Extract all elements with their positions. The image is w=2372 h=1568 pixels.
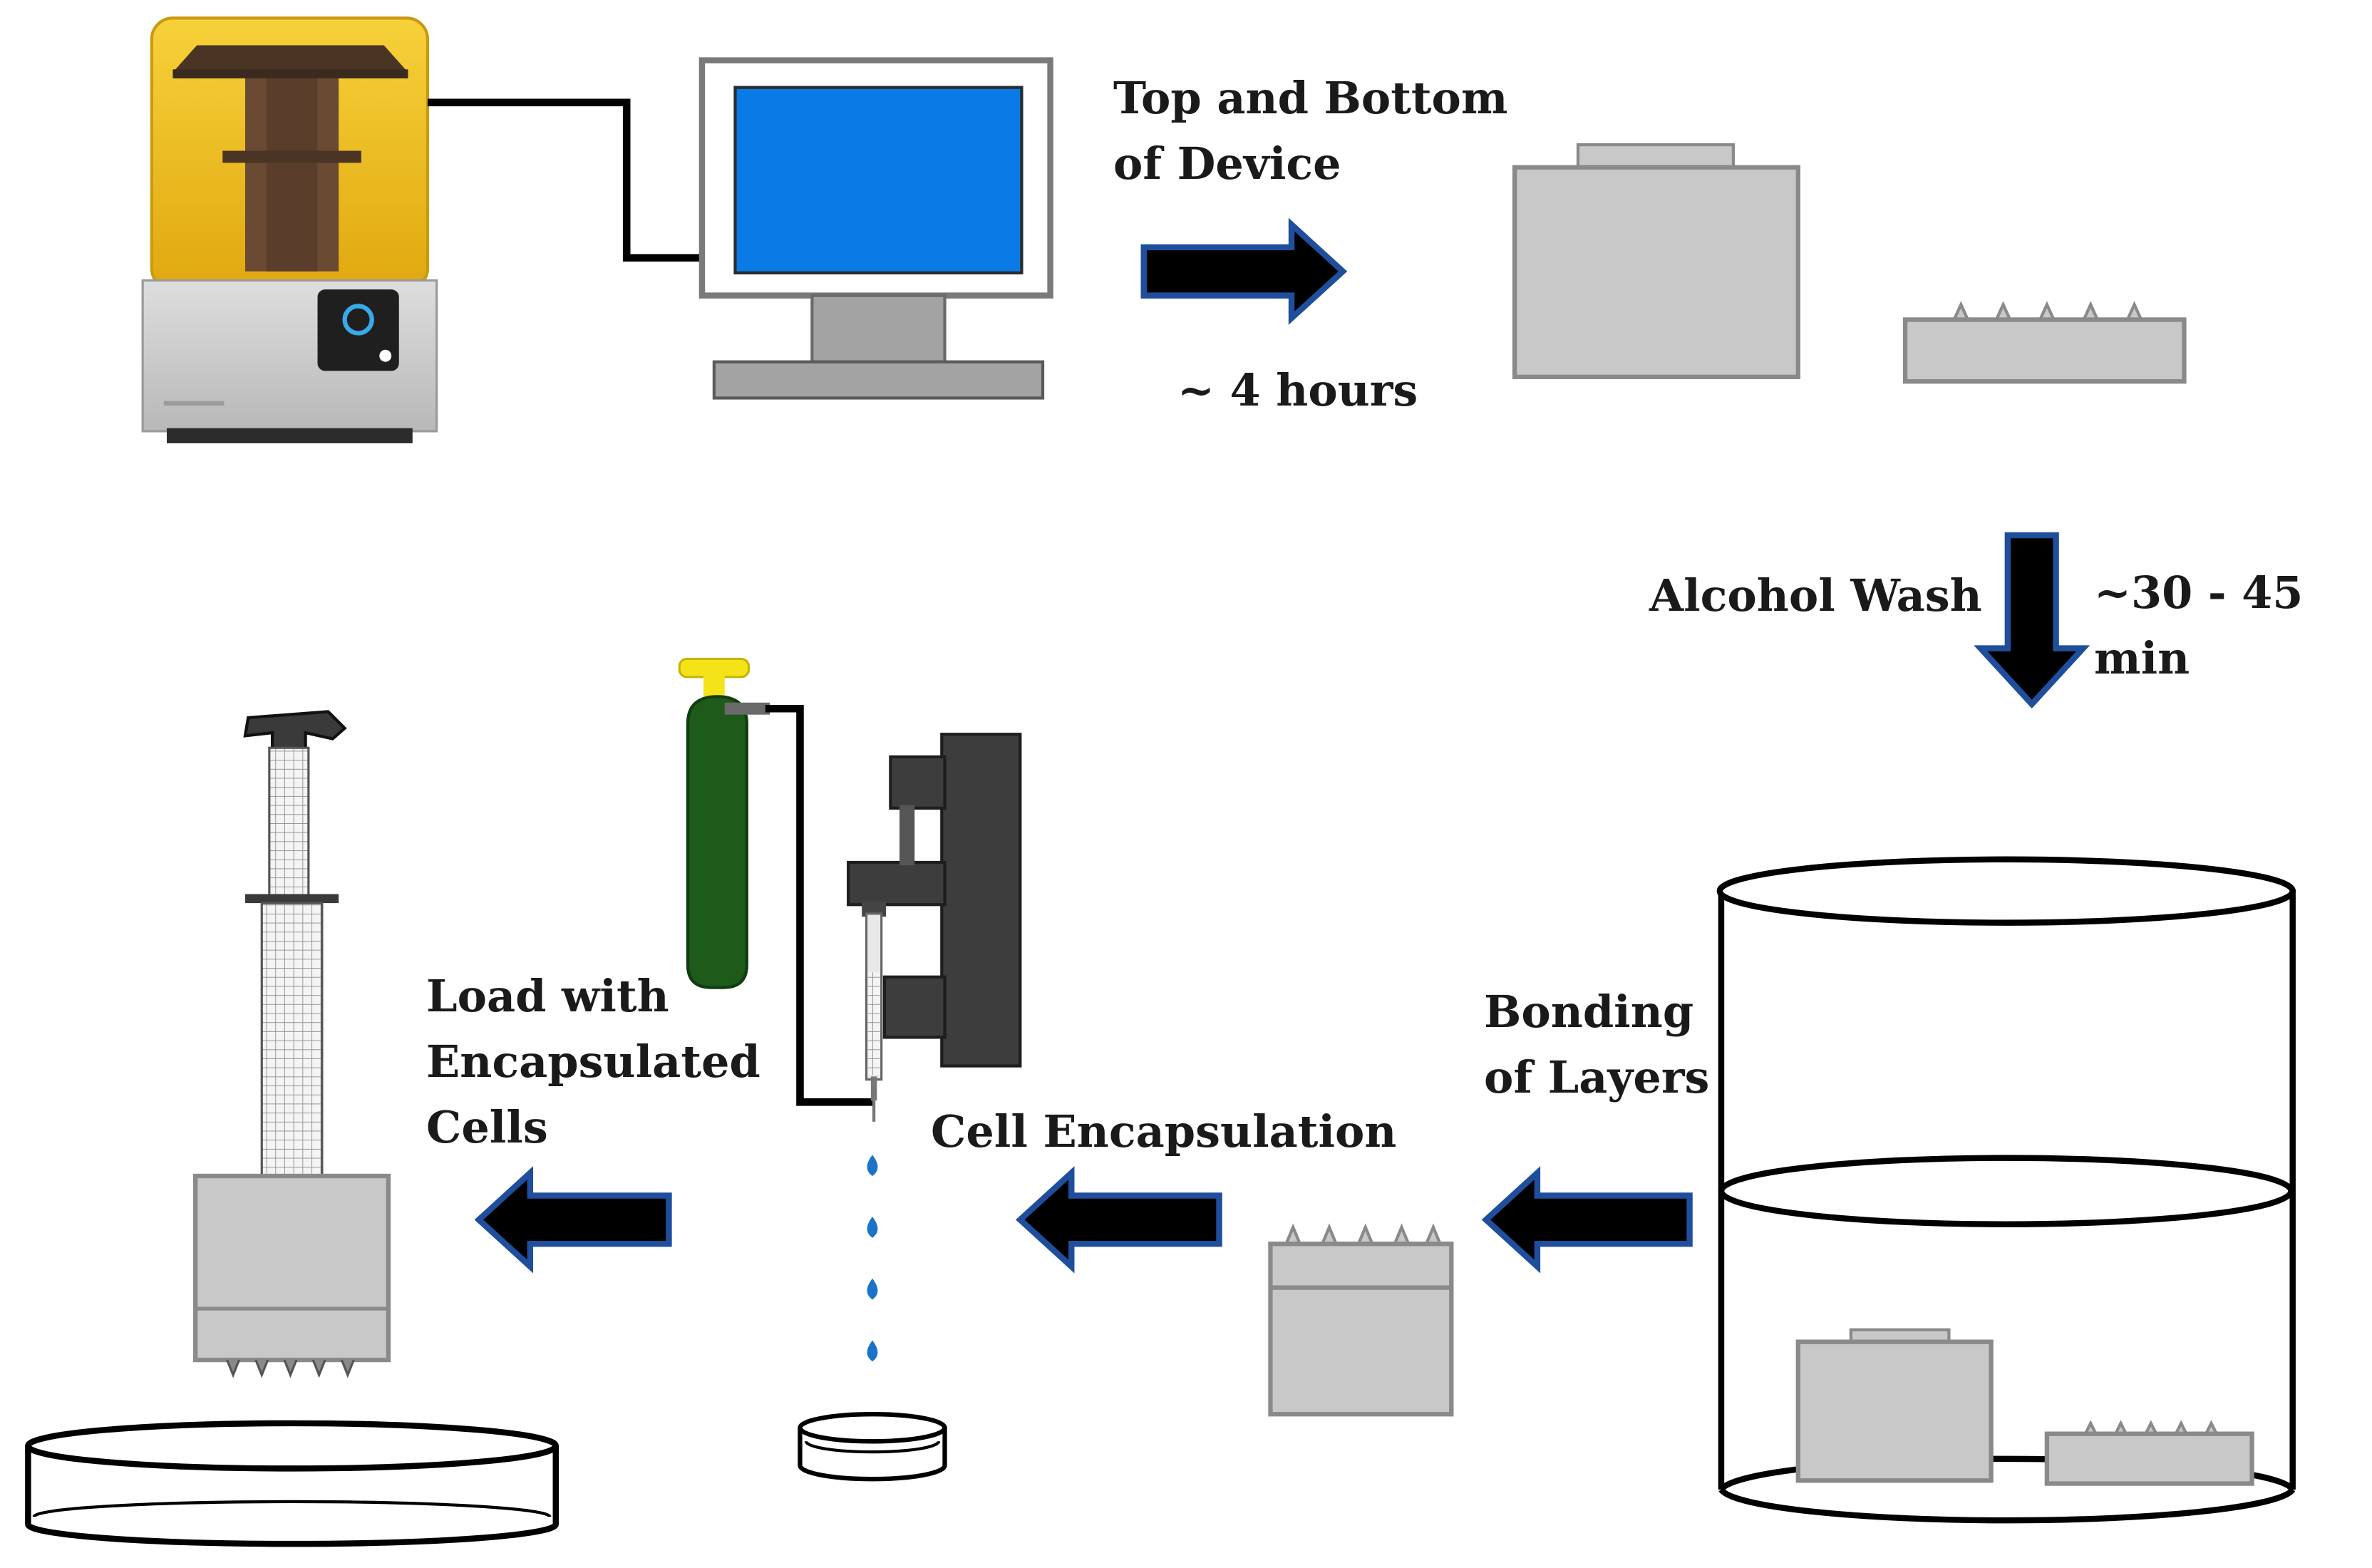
3d-printer-icon	[141, 16, 438, 443]
label-bonding-of-layers: Bonding of Layers	[1484, 986, 1710, 1103]
petri-dish-icon	[25, 1420, 559, 1547]
syringe-pump-icon	[847, 733, 1022, 1122]
droplets	[867, 1155, 878, 1362]
multichannel-pipette-icon	[193, 710, 391, 1378]
label-cell-encapsulation: Cell Encapsulation	[931, 1105, 1397, 1157]
collection-dish-icon	[798, 1412, 947, 1482]
gas-tubing	[765, 704, 873, 1106]
arrow-print-to-parts	[1140, 217, 1348, 325]
device-top-part-icon	[1512, 143, 1801, 380]
label-print-time: ~ 4 hours	[1177, 364, 1418, 416]
device-bottom-part-icon	[1902, 301, 2187, 384]
arrow-bonded-to-encapsulation	[1016, 1166, 1222, 1274]
droplet-icon	[867, 1278, 878, 1300]
label-alcohol-wash: Alcohol Wash	[1649, 569, 1982, 621]
arrow-encapsulation-to-pipette	[474, 1166, 672, 1274]
droplet-icon	[867, 1155, 878, 1176]
alcohol-wash-beaker-icon	[1716, 856, 2296, 1524]
label-printed-parts: Top and Bottom of Device	[1113, 72, 1508, 190]
gas-tank-icon	[678, 657, 770, 989]
computer-monitor-icon	[698, 57, 1053, 400]
arrow-parts-to-wash	[1974, 532, 2090, 709]
droplet-icon	[867, 1340, 878, 1362]
label-wash-time: ~30 - 45 min	[2094, 567, 2304, 684]
label-load-encapsulated-cells: Load with Encapsulated Cells	[426, 970, 760, 1153]
printer-cable	[427, 98, 706, 262]
droplet-icon	[867, 1217, 878, 1238]
arrow-wash-to-bonded	[1481, 1166, 1693, 1274]
bonded-device-icon	[1268, 1223, 1454, 1417]
